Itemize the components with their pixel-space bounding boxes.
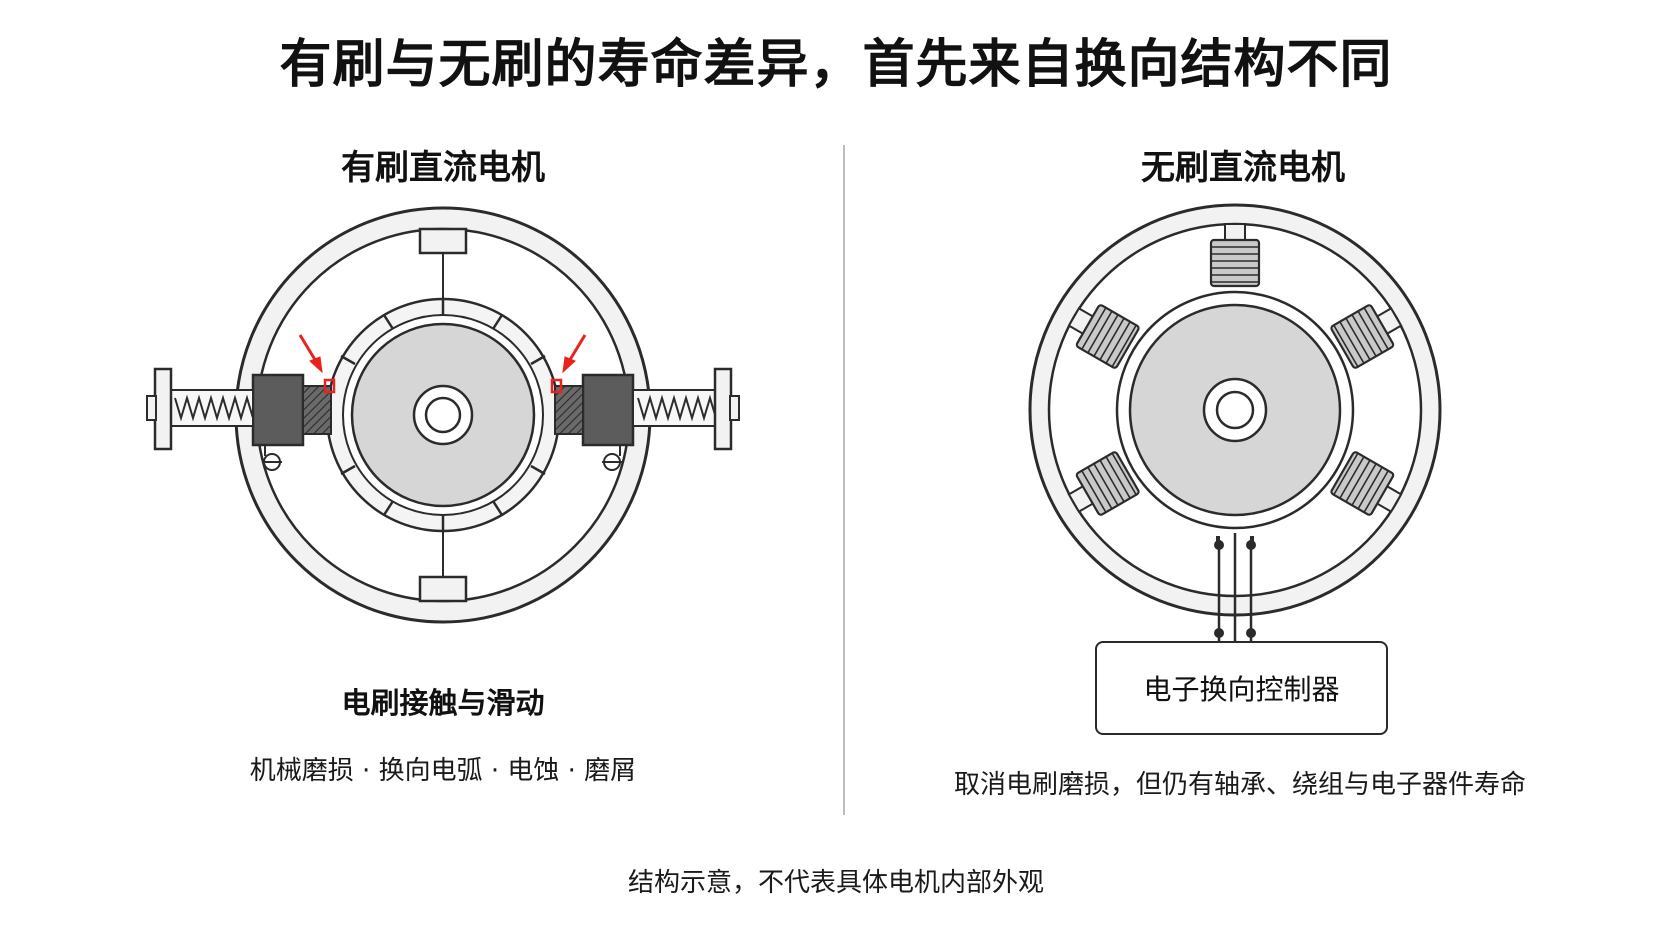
- right-wear-arrow: [562, 334, 587, 374]
- left-spring: [169, 389, 254, 427]
- brushless-motor-heading: 无刷直流电机: [1141, 148, 1345, 188]
- brushed-motor-diagram: [146, 206, 740, 624]
- bottom-pole-shoe: [418, 575, 468, 603]
- controller-label: 电子换向控制器: [1143, 673, 1340, 706]
- brushed-motor-heading: 有刷直流电机: [341, 148, 545, 188]
- stator-coil-upper-right: [1330, 304, 1403, 369]
- right-carbon-brush: [554, 385, 584, 435]
- left-contact-point: [323, 378, 336, 394]
- right-contact-point: [550, 378, 563, 394]
- left-carbon-brush: [302, 385, 332, 435]
- top-pole-shoe: [418, 227, 468, 255]
- brushed-caption-sub: 机械磨损 · 换向电弧 · 电蚀 · 磨屑: [249, 756, 637, 786]
- brushed-caption-main: 电刷接触与滑动: [341, 686, 545, 720]
- stator-coil-top: [1209, 223, 1261, 288]
- right-spring: [632, 389, 717, 427]
- left-terminal: [262, 446, 282, 471]
- brushless-motor-diagram: [1028, 203, 1442, 641]
- stator-coil-upper-left: [1067, 304, 1140, 369]
- electronic-commutation-controller: 电子换向控制器: [1095, 641, 1388, 735]
- left-brush-holder: [251, 373, 305, 447]
- page-title: 有刷与无刷的寿命差异，首先来自换向结构不同: [279, 35, 1393, 95]
- stator-coil-lower-left: [1067, 451, 1140, 516]
- right-brush-holder: [581, 373, 635, 447]
- footnote: 结构示意，不代表具体电机内部外观: [627, 868, 1044, 898]
- stator-coil-lower-right: [1330, 451, 1403, 516]
- panel-divider: [843, 145, 845, 815]
- right-terminal: [602, 446, 622, 471]
- left-wear-arrow: [298, 334, 323, 374]
- brushless-caption: 取消电刷磨损，但仍有轴承、绕组与电子器件寿命: [953, 770, 1526, 800]
